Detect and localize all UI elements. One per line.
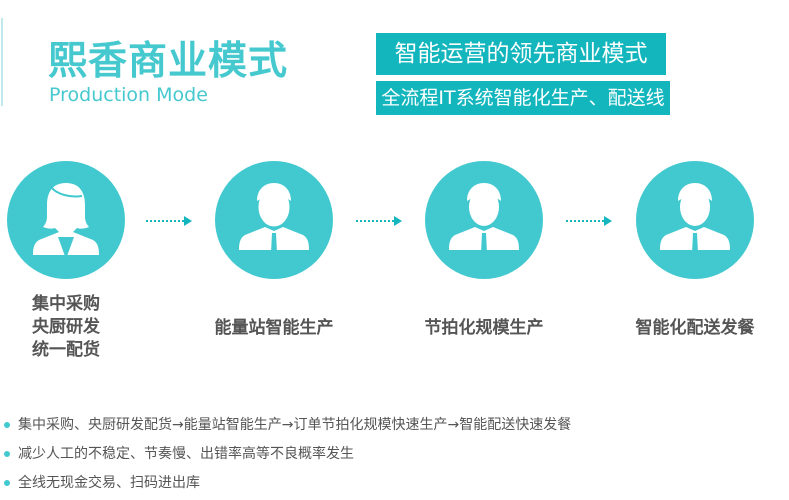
dotted-arrow-icon xyxy=(146,216,192,226)
step-label: 智能化配送发餐 xyxy=(635,318,755,338)
bullet-text: 全线无现金交易、扫码进出库 xyxy=(18,475,200,491)
step-label-line: 统一配货 xyxy=(32,340,100,360)
dotted-arrow-icon xyxy=(566,216,612,226)
bullet-item: 减少人工的不稳定、节奏慢、出错率高等不良概率发生 xyxy=(4,443,354,463)
accent-line xyxy=(1,18,3,106)
tag-banner: 智能运营的领先商业模式 xyxy=(376,33,666,75)
female-person-icon xyxy=(7,161,125,279)
bullet-item: 全线无现金交易、扫码进出库 xyxy=(4,472,200,492)
page-title: 熙香商业模式 xyxy=(48,39,289,84)
step-label: 集中采购 央厨研发 统一配货 xyxy=(16,293,116,362)
bullet-item: 集中采购、央厨研发配货→能量站智能生产→订单节拍化规模快速生产→智能配送快速发餐 xyxy=(4,414,571,434)
male-person-icon xyxy=(636,161,754,279)
page-subtitle: Production Mode xyxy=(49,84,208,106)
step-label: 节拍化规模生产 xyxy=(424,318,544,338)
step-label: 能量站智能生产 xyxy=(214,318,334,338)
step-label-line: 央厨研发 xyxy=(32,317,100,337)
male-person-icon xyxy=(215,161,333,279)
tag-banner: 全流程IT系统智能化生产、配送线 xyxy=(376,81,670,115)
bullet-dot-icon xyxy=(4,480,10,486)
bullet-text: 减少人工的不稳定、节奏慢、出错率高等不良概率发生 xyxy=(18,446,354,462)
male-person-icon xyxy=(425,161,543,279)
dotted-arrow-icon xyxy=(356,216,402,226)
bullet-dot-icon xyxy=(4,451,10,457)
step-label-line: 集中采购 xyxy=(32,294,100,314)
bullet-text: 集中采购、央厨研发配货→能量站智能生产→订单节拍化规模快速生产→智能配送快速发餐 xyxy=(18,417,572,433)
bullet-dot-icon xyxy=(4,422,10,428)
